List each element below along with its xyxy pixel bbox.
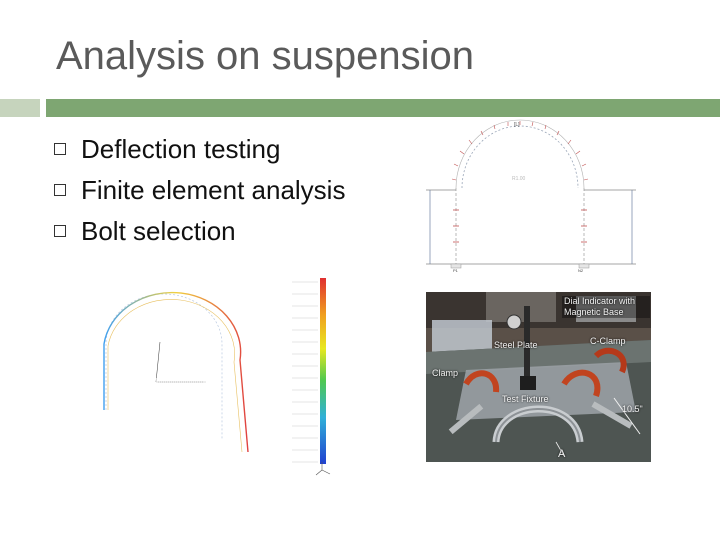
steel-plate-label: Steel Plate	[494, 340, 538, 350]
checkbox-bullet-icon	[54, 225, 66, 237]
bullet-text: Deflection testing	[81, 134, 281, 164]
bullet-text: Finite element analysis	[81, 175, 346, 205]
point-label: A	[558, 448, 566, 460]
dial-indicator-label: Dial Indicator with Magnetic Base	[562, 296, 650, 318]
test-fixture-photo: Dial Indicator with Magnetic Base Steel …	[426, 292, 651, 462]
svg-text:[L]: [L]	[514, 122, 520, 128]
svg-text:R1.00: R1.00	[512, 176, 526, 182]
dimension-label: 10.5"	[622, 404, 643, 414]
test-fixture-label: Test Fixture	[502, 394, 549, 404]
arch-dimension-drawing: [L] R1.00 P1 N2	[422, 118, 712, 276]
fea-result-plot	[102, 270, 340, 480]
c-clamp-label: C-Clamp	[590, 336, 626, 346]
checkbox-bullet-icon	[54, 184, 66, 196]
checkbox-bullet-icon	[54, 143, 66, 155]
title-accent-bar	[46, 99, 720, 117]
slide-title: Analysis on suspension	[56, 34, 475, 78]
svg-text:P1: P1	[453, 268, 459, 273]
bullet-text: Bolt selection	[81, 216, 236, 246]
clamp-label: Clamp	[432, 368, 459, 378]
svg-text:N2: N2	[578, 268, 584, 273]
title-accent-bar-left	[0, 99, 40, 117]
